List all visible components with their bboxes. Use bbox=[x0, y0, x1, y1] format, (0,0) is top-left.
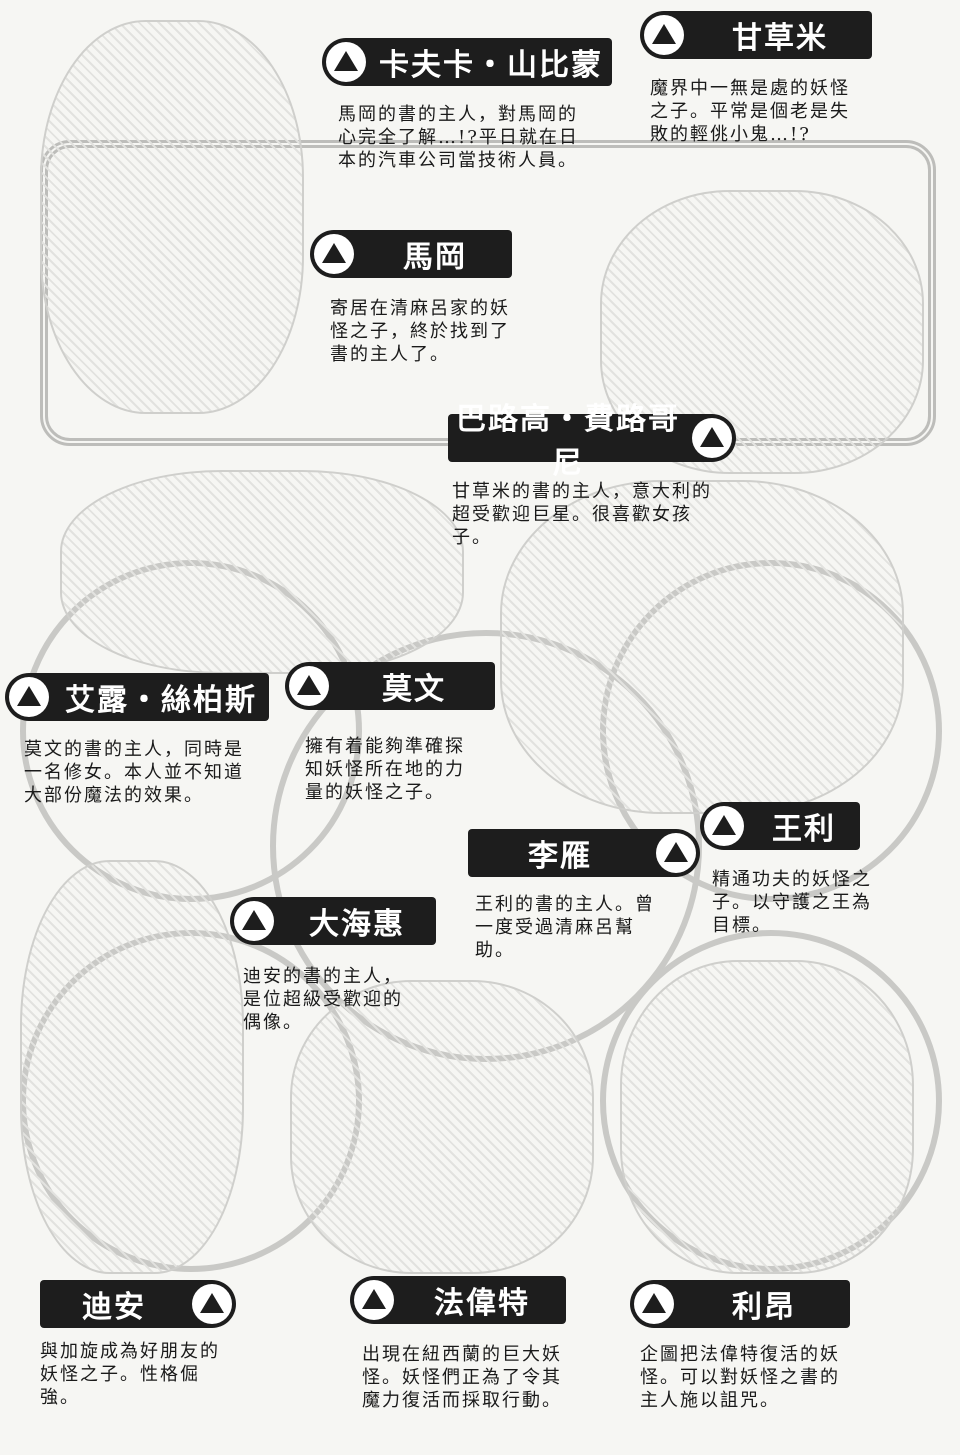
triangle-circle-icon bbox=[656, 833, 696, 873]
triangle-circle-icon bbox=[234, 901, 274, 941]
triangle-circle-icon bbox=[644, 15, 684, 55]
triangle-circle-icon bbox=[314, 234, 354, 274]
illustration-kafka-umagon bbox=[40, 20, 304, 414]
illustration-faust bbox=[290, 980, 594, 1274]
triangle-circle-icon bbox=[354, 1280, 394, 1320]
desc-umagon: 寄居在清麻呂家的妖 怪之子，終於找到了 書的主人了。 bbox=[330, 298, 510, 365]
desc-faust: 出現在紐西蘭的巨大妖 怪。妖怪們正為了令其 魔力復活而採取行動。 bbox=[362, 1344, 562, 1411]
desc-wonrei: 精通功夫的妖怪之 子。以守護之王為 目標。 bbox=[712, 869, 872, 936]
desc-riou: 企圖把法偉特復活的妖 怪。可以對妖怪之書的 主人施以詛咒。 bbox=[640, 1344, 840, 1411]
triangle-circle-icon bbox=[289, 666, 329, 706]
label-ellie: 艾露・絲柏斯 bbox=[5, 673, 269, 721]
triangle-circle-icon bbox=[192, 1284, 232, 1324]
label-folgore: 巴路高・費路哥尼 bbox=[448, 402, 736, 481]
triangle-circle-icon bbox=[9, 677, 49, 717]
label-kafka: 卡夫卡・山比蒙 bbox=[322, 38, 612, 86]
label-kanchome: 甘草米 bbox=[640, 11, 872, 59]
desc-kanchome: 魔界中一無是處的妖怪 之子。平常是個老是失 敗的輕佻小鬼…!? bbox=[650, 78, 850, 145]
triangle-circle-icon bbox=[704, 806, 744, 846]
illustration-lien-wonrei bbox=[500, 480, 904, 814]
desc-moomoo: 擁有着能夠準確探 知妖怪所在地的力 量的妖怪之子。 bbox=[305, 736, 465, 803]
label-wonrei: 王利 bbox=[700, 802, 860, 850]
label-moomoo: 莫文 bbox=[285, 662, 495, 710]
desc-folgore: 甘草米的書的主人，意大利的 超受歡迎巨星。很喜歡女孩 子。 bbox=[452, 481, 712, 548]
triangle-circle-icon bbox=[326, 42, 366, 82]
desc-ellie: 莫文的書的主人，同時是 一名修女。本人並不知道 大部份魔法的效果。 bbox=[24, 739, 244, 806]
triangle-circle-icon bbox=[634, 1284, 674, 1324]
label-lien: 李雁 bbox=[468, 829, 700, 877]
desc-lien: 王利的書的主人。曾 一度受過清麻呂幫 助。 bbox=[475, 894, 655, 961]
illustration-megumi-tia bbox=[20, 860, 244, 1274]
illustration-ellie-moomoo bbox=[60, 470, 464, 674]
triangle-circle-icon bbox=[692, 418, 732, 458]
desc-tia: 與加旋成為好朋友的 妖怪之子。性格倔 強。 bbox=[40, 1341, 220, 1408]
label-riou: 利昂 bbox=[630, 1280, 850, 1328]
desc-kafka: 馬岡的書的主人，對馬岡的 心完全了解…!?平日就在日 本的汽車公司當技術人員。 bbox=[338, 104, 579, 171]
illustration-riou bbox=[620, 960, 914, 1274]
label-umagon: 馬岡 bbox=[310, 230, 512, 278]
label-tia: 迪安 bbox=[40, 1280, 236, 1328]
desc-megumi: 迪安的書的主人， 是位超級受歡迎的 偶像。 bbox=[243, 966, 403, 1033]
label-megumi: 大海惠 bbox=[230, 897, 436, 945]
label-faust: 法偉特 bbox=[350, 1276, 566, 1324]
